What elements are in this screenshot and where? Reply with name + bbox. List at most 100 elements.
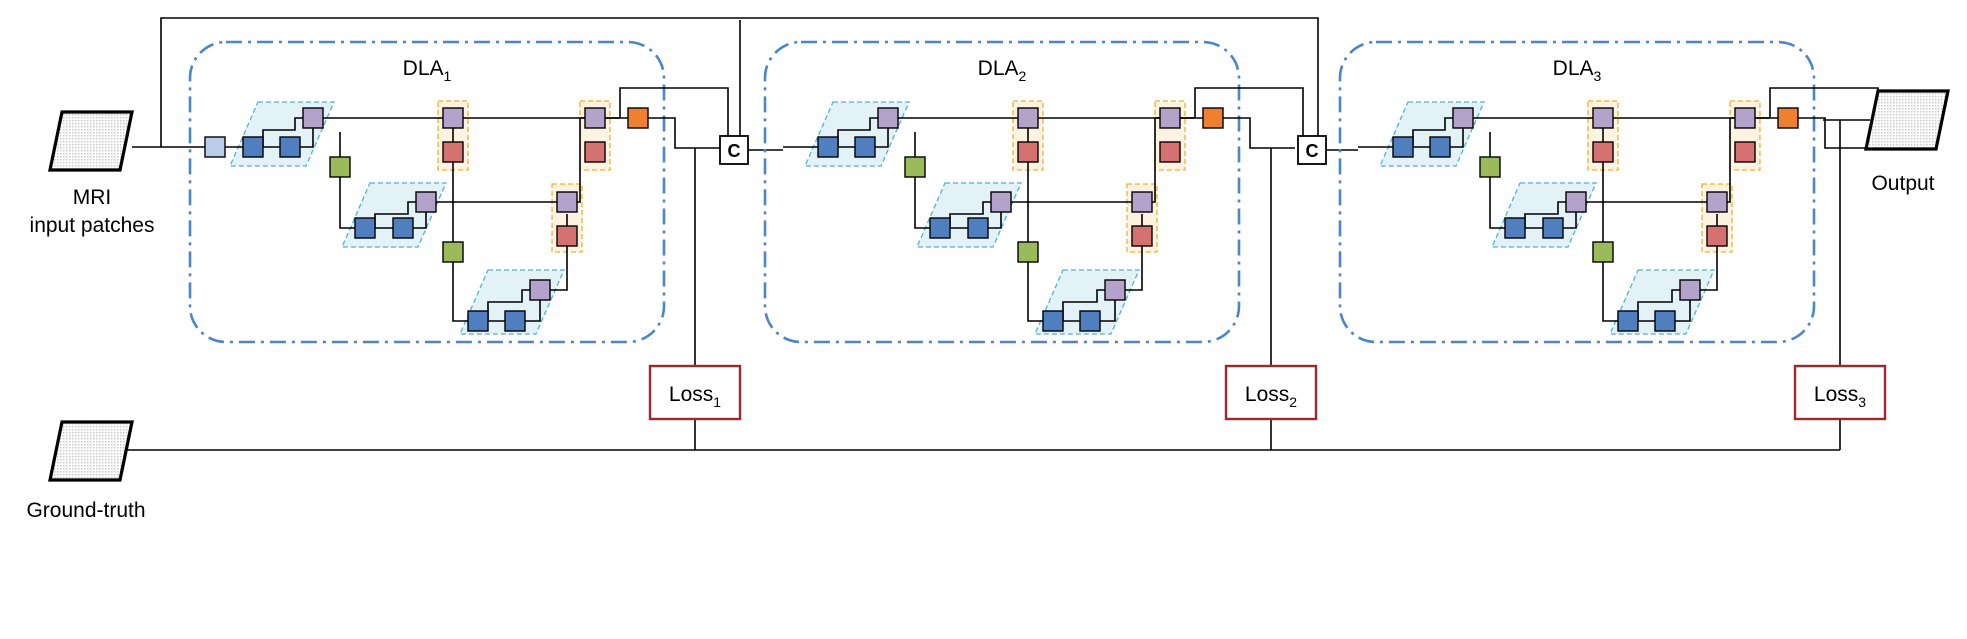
pool-block [877,107,899,129]
upsample-block [1131,225,1153,247]
conv-block [1617,310,1639,332]
conv-block [929,217,951,239]
pool-block [1592,107,1614,129]
conv-block [1429,136,1451,158]
upsample-block [584,141,606,163]
pool-block [1017,107,1039,129]
concat-box [719,135,749,165]
connection-wires [105,17,1870,451]
conv-block [854,136,876,158]
loss-node-1: Loss1 [648,364,742,421]
dla-label-subscript: 1 [444,68,452,84]
conv-block [1042,310,1064,332]
skip-wire-top [160,17,1319,150]
conv-block [967,217,989,239]
exit-wire [1798,117,1870,149]
concat-box [1297,135,1327,165]
aux-wire [1194,87,1304,136]
mri-input-node: MRI input patches [30,110,155,237]
conv-block [1504,217,1526,239]
conv-block [392,217,414,239]
down-wire-1 [1489,132,1515,229]
svg-text:Loss1: Loss1 [669,383,721,410]
down-wire-1 [914,132,940,229]
down-wire-1 [339,132,365,229]
input-conv-block [204,136,226,158]
svg-text:Loss3: Loss3 [1814,383,1866,410]
output-block [1777,107,1799,129]
concat-node-2: C [1297,135,1327,165]
dla-module-2: DLA2 [763,40,1304,344]
dla-frame [1338,40,1816,344]
concat-node-1: C [719,135,749,165]
loss-name: Loss [1814,383,1858,406]
pool-block [1159,107,1181,129]
pool-block [1452,107,1474,129]
dla-label: DLA2 [978,57,1027,84]
encoder-skip-1 [1412,117,1463,147]
upsample-block [1734,141,1756,163]
exit-wire [648,117,720,149]
exit-wire [1223,117,1295,149]
dla-module-1: DLA1 [188,40,729,344]
conv-block [1079,310,1101,332]
ground-truth-node: Ground-truth [26,420,146,522]
down-wire-2 [1027,118,1053,322]
pool-block [442,107,464,129]
upsample-block [1592,141,1614,163]
loss-subscript: 1 [713,394,721,410]
concat-label: C [728,141,741,161]
mri-input-label-line2: input patches [30,214,155,237]
conv-block [1542,217,1564,239]
loss-node-2: Loss2 [1224,364,1318,421]
mri-input-label-line1: MRI [73,186,112,209]
dla-label-name: DLA [403,57,444,80]
upsample-block [556,225,578,247]
encoder-skip-1 [1637,289,1690,321]
conv-block [279,136,301,158]
dla-label-name: DLA [978,57,1019,80]
conv-block [817,136,839,158]
loss-subscript: 2 [1289,394,1297,410]
mri-input-patch-icon [48,110,134,172]
loss-name: Loss [1245,383,1289,406]
pool-block [1734,107,1756,129]
down-wire-2 [1602,118,1628,322]
upsample-block [442,141,464,163]
loss-box [648,364,742,421]
pool-block [415,191,437,213]
dla-label-name: DLA [1553,57,1594,80]
pool-block [990,191,1012,213]
encoder-skip-1 [487,289,540,321]
conv-block [467,310,489,332]
pool-block [1706,191,1728,213]
transition-block [1017,241,1039,263]
dla-frame [188,40,666,344]
dla-module-3: DLA3 [1338,40,1879,344]
pool-block [1104,279,1126,301]
output-patch-icon [1864,89,1950,151]
upsample-block [1017,141,1039,163]
ground-truth-patch-icon [48,420,134,482]
encoder-skip-1 [837,117,888,147]
concat-label: C [1306,141,1319,161]
pool-block [556,191,578,213]
transition-block [904,156,926,178]
output-node: Output [1864,89,1950,195]
dla-frame [763,40,1241,344]
transition-block [1592,241,1614,263]
dla-label: DLA3 [1553,57,1602,84]
conv-block [1654,310,1676,332]
down-wire-2 [452,118,478,322]
pool-block [1131,191,1153,213]
conv-block [1392,136,1414,158]
ground-truth-label: Ground-truth [26,499,145,522]
dla-label-subscript: 3 [1594,68,1602,84]
loss-box [1224,364,1318,421]
transition-block [442,241,464,263]
pool-block [584,107,606,129]
output-label: Output [1871,172,1934,195]
conv-block [504,310,526,332]
encoder-skip-1 [1062,289,1115,321]
